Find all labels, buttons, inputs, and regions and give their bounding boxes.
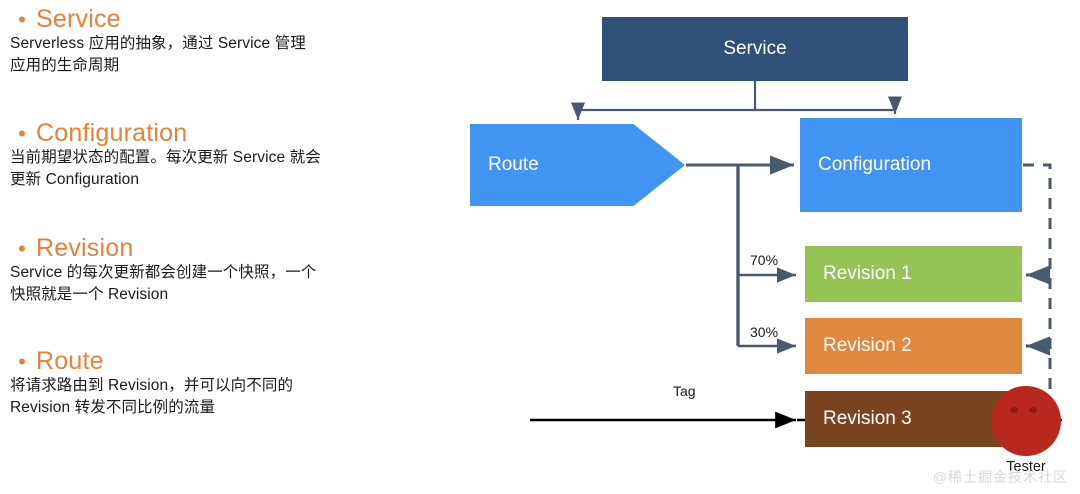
concept-item-route: • Route 将请求路由到 Revision，并可以向不同的 Revision… bbox=[0, 348, 440, 419]
node-revision-3[interactable]: Revision 3 bbox=[805, 391, 1022, 447]
concept-list-panel: • Service Serverless 应用的抽象，通过 Service 管理… bbox=[0, 0, 460, 494]
node-revision-1[interactable]: Revision 1 bbox=[805, 246, 1022, 302]
bullet-dot-icon: • bbox=[18, 236, 26, 261]
watermark: @稀土掘金技术社区 bbox=[932, 469, 1068, 485]
concept-heading: • Configuration bbox=[0, 119, 440, 147]
concept-heading: • Service bbox=[0, 5, 440, 33]
concept-heading: • Revision bbox=[0, 234, 440, 262]
concept-title-route: Route bbox=[36, 347, 104, 375]
tester-eye-right-icon bbox=[1029, 407, 1037, 413]
edge-label-tag: Tag bbox=[673, 383, 696, 399]
knative-architecture-diagram: Service Route Configuration Revision 1 R… bbox=[460, 0, 1080, 494]
concept-title-service: Service bbox=[36, 5, 121, 33]
concept-body-revision: Service 的每次更新都会创建一个快照，一个 快照就是一个 Revision bbox=[10, 264, 317, 304]
concept-title-revision: Revision bbox=[36, 234, 134, 262]
concept-item-configuration: • Configuration 当前期望状态的配置。每次更新 Service 就… bbox=[0, 120, 440, 191]
node-revision-2[interactable]: Revision 2 bbox=[805, 318, 1022, 374]
bullet-dot-icon: • bbox=[18, 121, 26, 146]
concept-item-revision: • Revision Service 的每次更新都会创建一个快照，一个 快照就是… bbox=[0, 235, 440, 306]
edge-label-traffic-70: 70% bbox=[750, 252, 779, 268]
node-revision-3-label: Revision 3 bbox=[823, 408, 912, 429]
concept-body-configuration: 当前期望状态的配置。每次更新 Service 就会 更新 Configurati… bbox=[10, 149, 321, 189]
concept-heading: • Route bbox=[0, 347, 440, 375]
bullet-dot-icon: • bbox=[18, 7, 26, 32]
concept-item-service: • Service Serverless 应用的抽象，通过 Service 管理… bbox=[0, 6, 440, 77]
node-revision-2-label: Revision 2 bbox=[823, 335, 912, 356]
node-service-label: Service bbox=[723, 38, 787, 59]
node-route-label: Route bbox=[488, 154, 539, 175]
actor-tester-label: Tester bbox=[1006, 459, 1046, 475]
concept-body-route: 将请求路由到 Revision，并可以向不同的 Revision 转发不同比例的… bbox=[10, 377, 294, 417]
actor-tester[interactable]: Tester bbox=[991, 386, 1061, 475]
edge-service-split bbox=[570, 81, 903, 120]
edge-route-revision-bus bbox=[736, 165, 796, 354]
tester-eye-left-icon bbox=[1010, 407, 1018, 413]
concept-body-service: Serverless 应用的抽象，通过 Service 管理 应用的生命周期 bbox=[10, 35, 306, 75]
node-configuration[interactable]: Configuration bbox=[800, 118, 1022, 212]
bullet-dot-icon: • bbox=[18, 349, 26, 374]
edge-configuration-revisions-dashed bbox=[1023, 163, 1052, 430]
edge-label-traffic-30: 30% bbox=[750, 324, 779, 340]
node-service[interactable]: Service bbox=[602, 17, 908, 81]
concept-title-configuration: Configuration bbox=[36, 119, 188, 147]
node-configuration-label: Configuration bbox=[818, 154, 932, 175]
node-revision-1-label: Revision 1 bbox=[823, 263, 912, 284]
tester-face-icon bbox=[991, 386, 1061, 456]
node-route[interactable]: Route bbox=[470, 124, 685, 206]
